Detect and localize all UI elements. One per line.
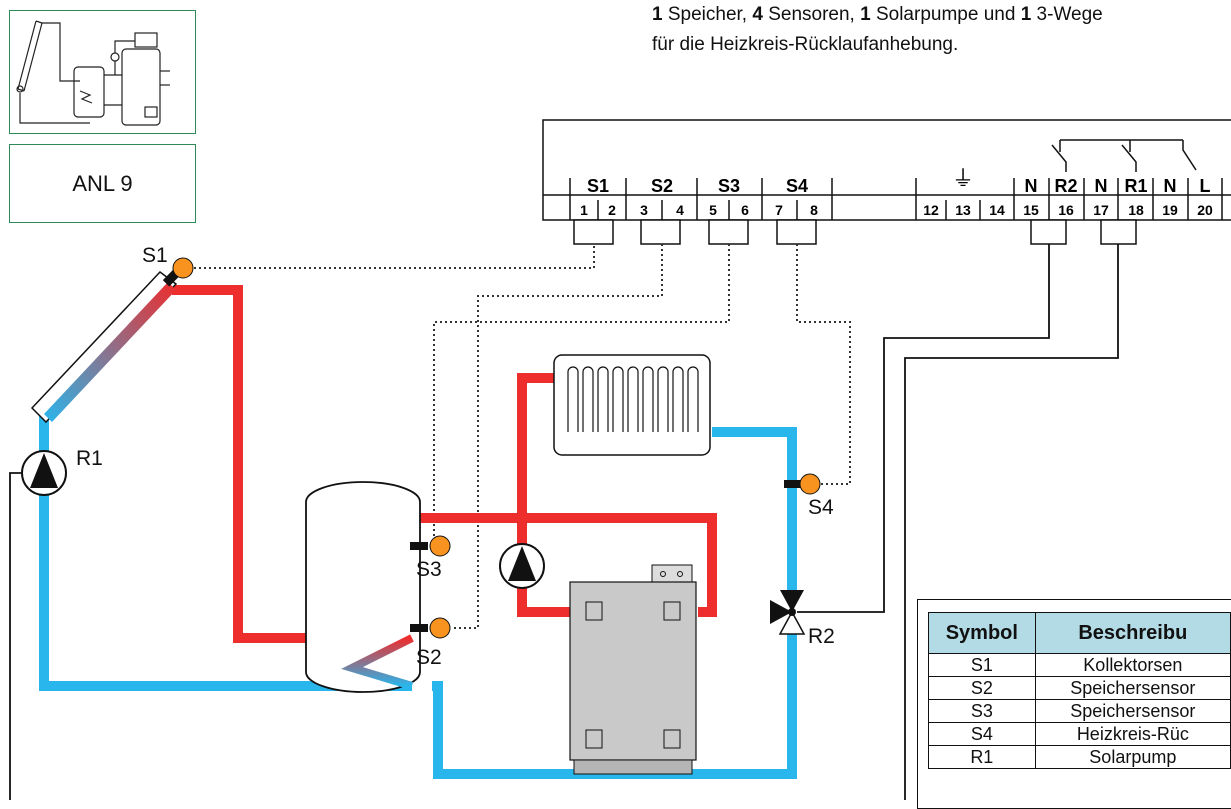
caption: 1 Speicher, 4 Sensoren, 1 Solarpumpe und… bbox=[652, 0, 1231, 60]
scheme-thumbnail bbox=[9, 10, 196, 134]
terminal-number: 6 bbox=[741, 202, 749, 218]
terminal-number: 7 bbox=[775, 202, 783, 218]
legend-description: Heizkreis-Rüc bbox=[1034, 722, 1231, 746]
sensor-s1-icon bbox=[172, 257, 194, 279]
terminal-number: 14 bbox=[989, 202, 1005, 218]
sensor-s3-icon bbox=[410, 535, 451, 557]
plug-r1 bbox=[1100, 219, 1137, 245]
label-s3: S3 bbox=[416, 558, 442, 581]
legend-row: S4 Heizkreis-Rüc bbox=[928, 722, 1231, 746]
relay-label: N bbox=[1095, 176, 1108, 196]
plug-s1 bbox=[573, 219, 614, 245]
relay-label: R2 bbox=[1054, 176, 1077, 196]
label-s1: S1 bbox=[142, 244, 168, 267]
legend-row: S2 Speichersensor bbox=[928, 676, 1231, 700]
controller-housing bbox=[542, 119, 1231, 221]
terminal-group-s4: S4 bbox=[786, 176, 808, 196]
controller: S1 S2 S3 S4 1 2 3 4 5 6 7 8 12 13 14 15 … bbox=[542, 119, 1231, 245]
legend-description: Solarpump bbox=[1034, 745, 1231, 769]
solar-pump-icon bbox=[21, 450, 67, 496]
terminal-number: 4 bbox=[676, 202, 684, 218]
legend-symbol: S3 bbox=[928, 699, 1036, 723]
relay-label: L bbox=[1200, 176, 1211, 196]
scheme-thumbnail-icon bbox=[16, 20, 170, 126]
legend-symbol: S2 bbox=[928, 676, 1036, 700]
terminal-number: 15 bbox=[1023, 202, 1039, 218]
legend-symbol: S1 bbox=[928, 653, 1036, 677]
sensor-s2-icon bbox=[410, 617, 451, 639]
legend-description: Kollektorsen bbox=[1034, 653, 1231, 677]
relay-label: N bbox=[1164, 176, 1177, 196]
plug-s3 bbox=[708, 219, 749, 245]
terminal-number: 20 bbox=[1197, 202, 1213, 218]
heating-pump-icon bbox=[499, 543, 545, 589]
cold-pipes bbox=[39, 414, 797, 779]
label-s2: S2 bbox=[416, 646, 442, 669]
terminal-number: 13 bbox=[955, 202, 971, 218]
terminal-group-s3: S3 bbox=[718, 176, 740, 196]
plug-r2 bbox=[1030, 219, 1067, 245]
terminal-number: 12 bbox=[923, 202, 939, 218]
relay-contacts bbox=[1051, 139, 1197, 172]
terminal-number: 3 bbox=[640, 202, 648, 218]
relay-label: N bbox=[1025, 176, 1038, 196]
legend-description: Speichersensor bbox=[1034, 676, 1231, 700]
terminal-number: 1 bbox=[580, 202, 588, 218]
scheme-label: ANL 9 bbox=[9, 144, 196, 223]
sensor-wiring bbox=[194, 244, 851, 629]
terminal-number: 16 bbox=[1058, 202, 1074, 218]
legend-header-description: Beschreibu bbox=[1034, 612, 1231, 654]
sensor-s4-icon bbox=[784, 473, 821, 495]
legend-symbol: R1 bbox=[928, 745, 1036, 769]
legend-row: S1 Kollektorsen bbox=[928, 653, 1231, 677]
three-way-valve-icon bbox=[770, 590, 806, 635]
terminal-number: 19 bbox=[1162, 202, 1178, 218]
legend-row: S3 Speichersensor bbox=[928, 699, 1231, 723]
terminal-number: 17 bbox=[1093, 202, 1109, 218]
storage-tank bbox=[305, 481, 421, 693]
ground-icon: ⏚ bbox=[952, 166, 974, 191]
legend-table: Symbol Beschreibu S1 Kollektorsen S2 Spe… bbox=[928, 612, 1231, 769]
caption-line-2: für die Heizkreis-Rücklaufanhebung. bbox=[652, 34, 959, 55]
terminal-group-s2: S2 bbox=[651, 176, 673, 196]
legend-description: Speichersensor bbox=[1034, 699, 1231, 723]
plug-s4 bbox=[776, 219, 817, 245]
legend-symbol: S4 bbox=[928, 722, 1036, 746]
relay-wiring bbox=[9, 244, 1119, 800]
relay-label: R1 bbox=[1124, 176, 1147, 196]
terminal-number: 5 bbox=[709, 202, 717, 218]
plug-s2 bbox=[640, 219, 681, 245]
solar-collector bbox=[30, 268, 181, 424]
terminal-number: 2 bbox=[608, 202, 616, 218]
terminal-number: 18 bbox=[1128, 202, 1144, 218]
boiler bbox=[569, 564, 697, 775]
label-s4: S4 bbox=[808, 496, 834, 519]
legend-row: R1 Solarpump bbox=[928, 745, 1231, 769]
label-r2: R2 bbox=[808, 625, 835, 648]
terminal-group-s1: S1 bbox=[587, 176, 609, 196]
legend-header-row: Symbol Beschreibu bbox=[928, 612, 1231, 654]
label-r1: R1 bbox=[76, 447, 103, 470]
legend-header-symbol: Symbol bbox=[928, 612, 1036, 654]
caption-line-1: 1 Speicher, 4 Sensoren, 1 Solarpumpe und… bbox=[652, 4, 1103, 25]
radiator bbox=[553, 354, 711, 456]
terminal-number: 8 bbox=[810, 202, 818, 218]
